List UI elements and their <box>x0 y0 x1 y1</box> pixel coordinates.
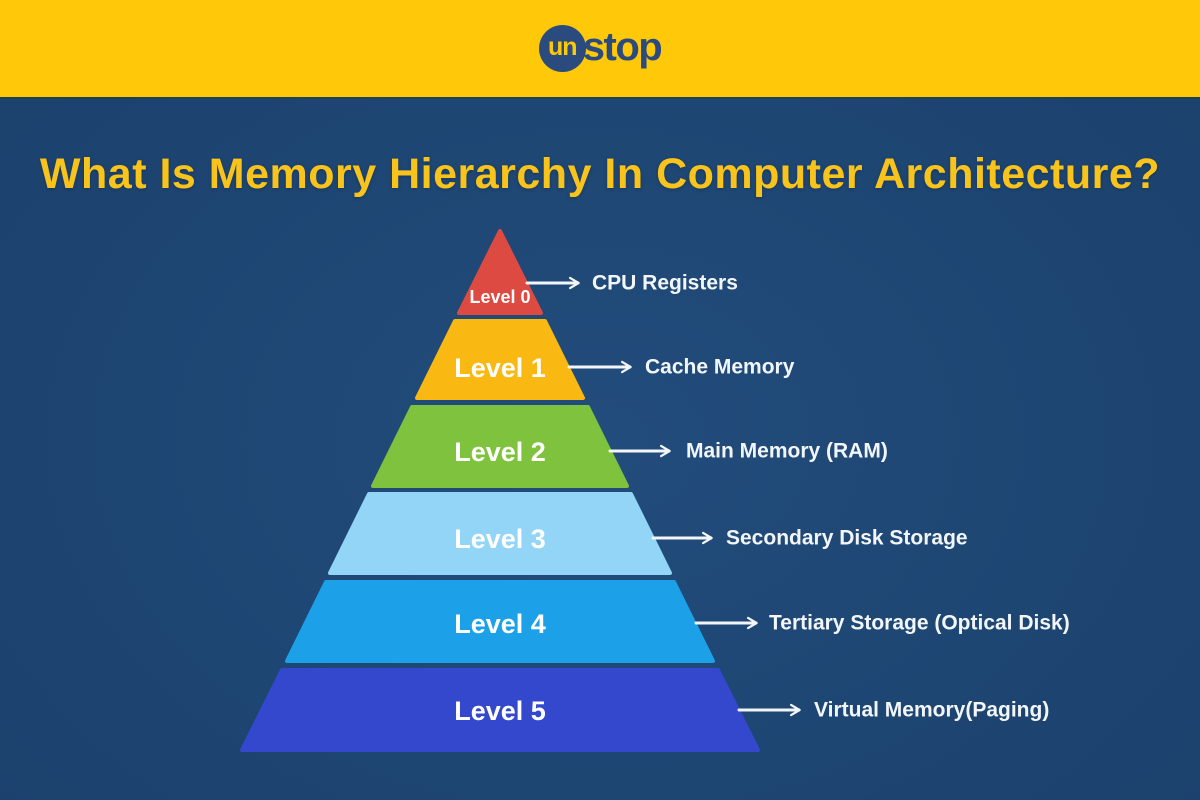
pyramid-level-0: Level 0 CPU Registers <box>457 229 738 315</box>
logo-circle-text: un <box>548 32 578 61</box>
page-title: What Is Memory Hierarchy In Computer Arc… <box>39 150 1161 198</box>
level-0-description: CPU Registers <box>592 272 738 295</box>
level-2-shape <box>371 405 629 488</box>
pyramid-level-5: Level 5 Virtual Memory(Paging) <box>240 668 1049 752</box>
level-0-shape <box>457 229 543 315</box>
header-band: un stop <box>0 0 1200 97</box>
pyramid-level-3: Level 3 Secondary Disk Storage <box>328 492 968 575</box>
unstop-logo: un stop <box>538 24 663 72</box>
level-3-label: Level 3 <box>454 524 546 554</box>
level-5-shape <box>240 668 760 752</box>
pyramid-level-2: Level 2 Main Memory (RAM) <box>371 405 888 488</box>
level-3-description: Secondary Disk Storage <box>726 527 968 550</box>
level-1-shape <box>415 319 585 400</box>
level-4-description: Tertiary Storage (Optical Disk) <box>769 612 1070 635</box>
level-4-shape <box>285 580 715 663</box>
level-1-description: Cache Memory <box>645 356 795 379</box>
pyramid-level-4: Level 4 Tertiary Storage (Optical Disk) <box>285 580 1070 663</box>
logo-wordmark: stop <box>582 24 663 69</box>
level-2-description: Main Memory (RAM) <box>686 440 888 463</box>
logo-circle-icon: un <box>538 25 586 72</box>
level-5-description: Virtual Memory(Paging) <box>814 699 1049 722</box>
level-3-shape <box>328 492 672 575</box>
level-5-label: Level 5 <box>454 696 546 726</box>
level-4-label: Level 4 <box>454 609 546 639</box>
level-1-label: Level 1 <box>454 353 546 383</box>
level-0-label: Level 0 <box>469 287 530 307</box>
pyramid-level-1: Level 1 Cache Memory <box>415 319 795 400</box>
level-2-label: Level 2 <box>454 437 546 467</box>
